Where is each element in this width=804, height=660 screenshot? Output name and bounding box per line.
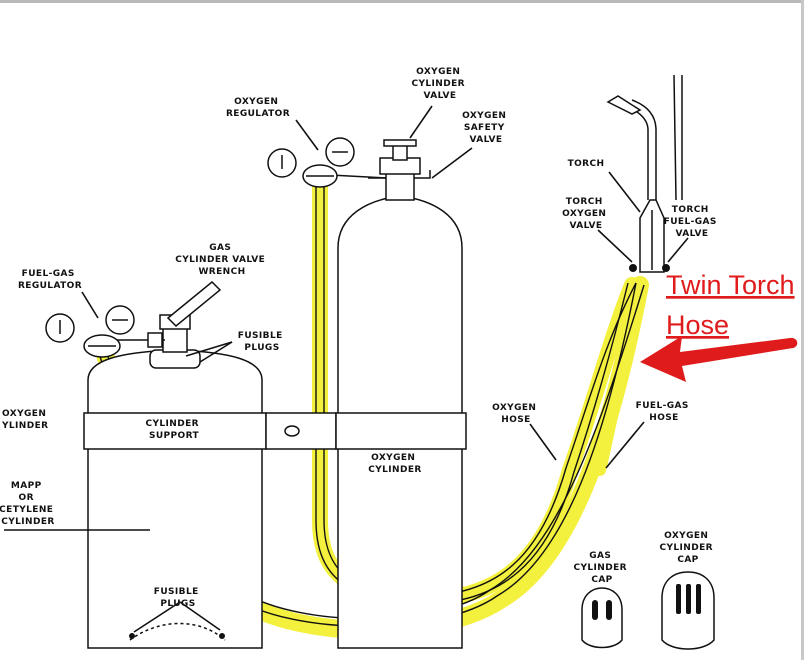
torch xyxy=(606,74,683,273)
label-torch: TORCH xyxy=(568,159,605,169)
label-torch-oxygen-valve: TORCH OXYGEN VALVE xyxy=(562,197,610,231)
cylinder-support xyxy=(83,412,467,450)
label-oxygen-safety-valve: OXYGEN SAFETY VALVE xyxy=(462,111,510,145)
twin-torch-hose-annotation: Twin Torch Hose xyxy=(640,270,798,382)
label-fusible-plugs-bottom: FUSIBLE PLUGS xyxy=(154,587,202,609)
label-oxygen-cylinder-valve: OXYGEN CYLINDER VALVE xyxy=(411,67,468,101)
oxygen-cylinder xyxy=(337,139,463,649)
fuel-gas-regulator xyxy=(45,305,165,358)
torch-hose-highlight xyxy=(594,279,646,476)
label-fuel-gas-regulator: FUEL-GAS REGULATOR xyxy=(18,269,82,291)
gas-cylinder-cap xyxy=(581,587,623,649)
label-torch-fuel-gas-valve: TORCH FUEL-GAS VALVE xyxy=(664,205,721,239)
label-cylinder-support: CYLINDER SUPPORT xyxy=(145,419,202,441)
label-gas-cylinder-valve-wrench: GAS CYLINDER VALVE WRENCH xyxy=(175,243,269,277)
label-oxygen-cylinder-left: OXYGEN YLINDER xyxy=(1,409,50,431)
label-oxygen-hose: OXYGEN HOSE xyxy=(492,403,540,425)
label-oxygen-cylinder-center: OXYGEN CYLINDER xyxy=(368,453,422,475)
label-oxygen-cylinder-cap: OXYGEN CYLINDER CAP xyxy=(659,531,716,565)
annotation-line-2: Hose xyxy=(666,310,729,340)
label-fuel-gas-hose: FUEL-GAS HOSE xyxy=(636,401,693,423)
label-mapp-cylinder: MAPP OR CETYLENE CYLINDER xyxy=(0,481,57,527)
labels: OXYGEN CYLINDER VALVE OXYGEN REGULATOR O… xyxy=(0,67,721,609)
label-oxygen-regulator: OXYGEN REGULATOR xyxy=(226,97,290,119)
leader-lines xyxy=(4,105,689,633)
annotation-line-1: Twin Torch xyxy=(666,270,795,300)
label-fusible-plugs-top: FUSIBLE PLUGS xyxy=(238,331,286,353)
label-gas-cylinder-cap: GAS CYLINDER CAP xyxy=(573,551,630,585)
oxygen-cylinder-cap xyxy=(661,571,715,650)
oxygen-regulator xyxy=(267,137,387,188)
annotation-arrow-icon xyxy=(640,336,798,382)
